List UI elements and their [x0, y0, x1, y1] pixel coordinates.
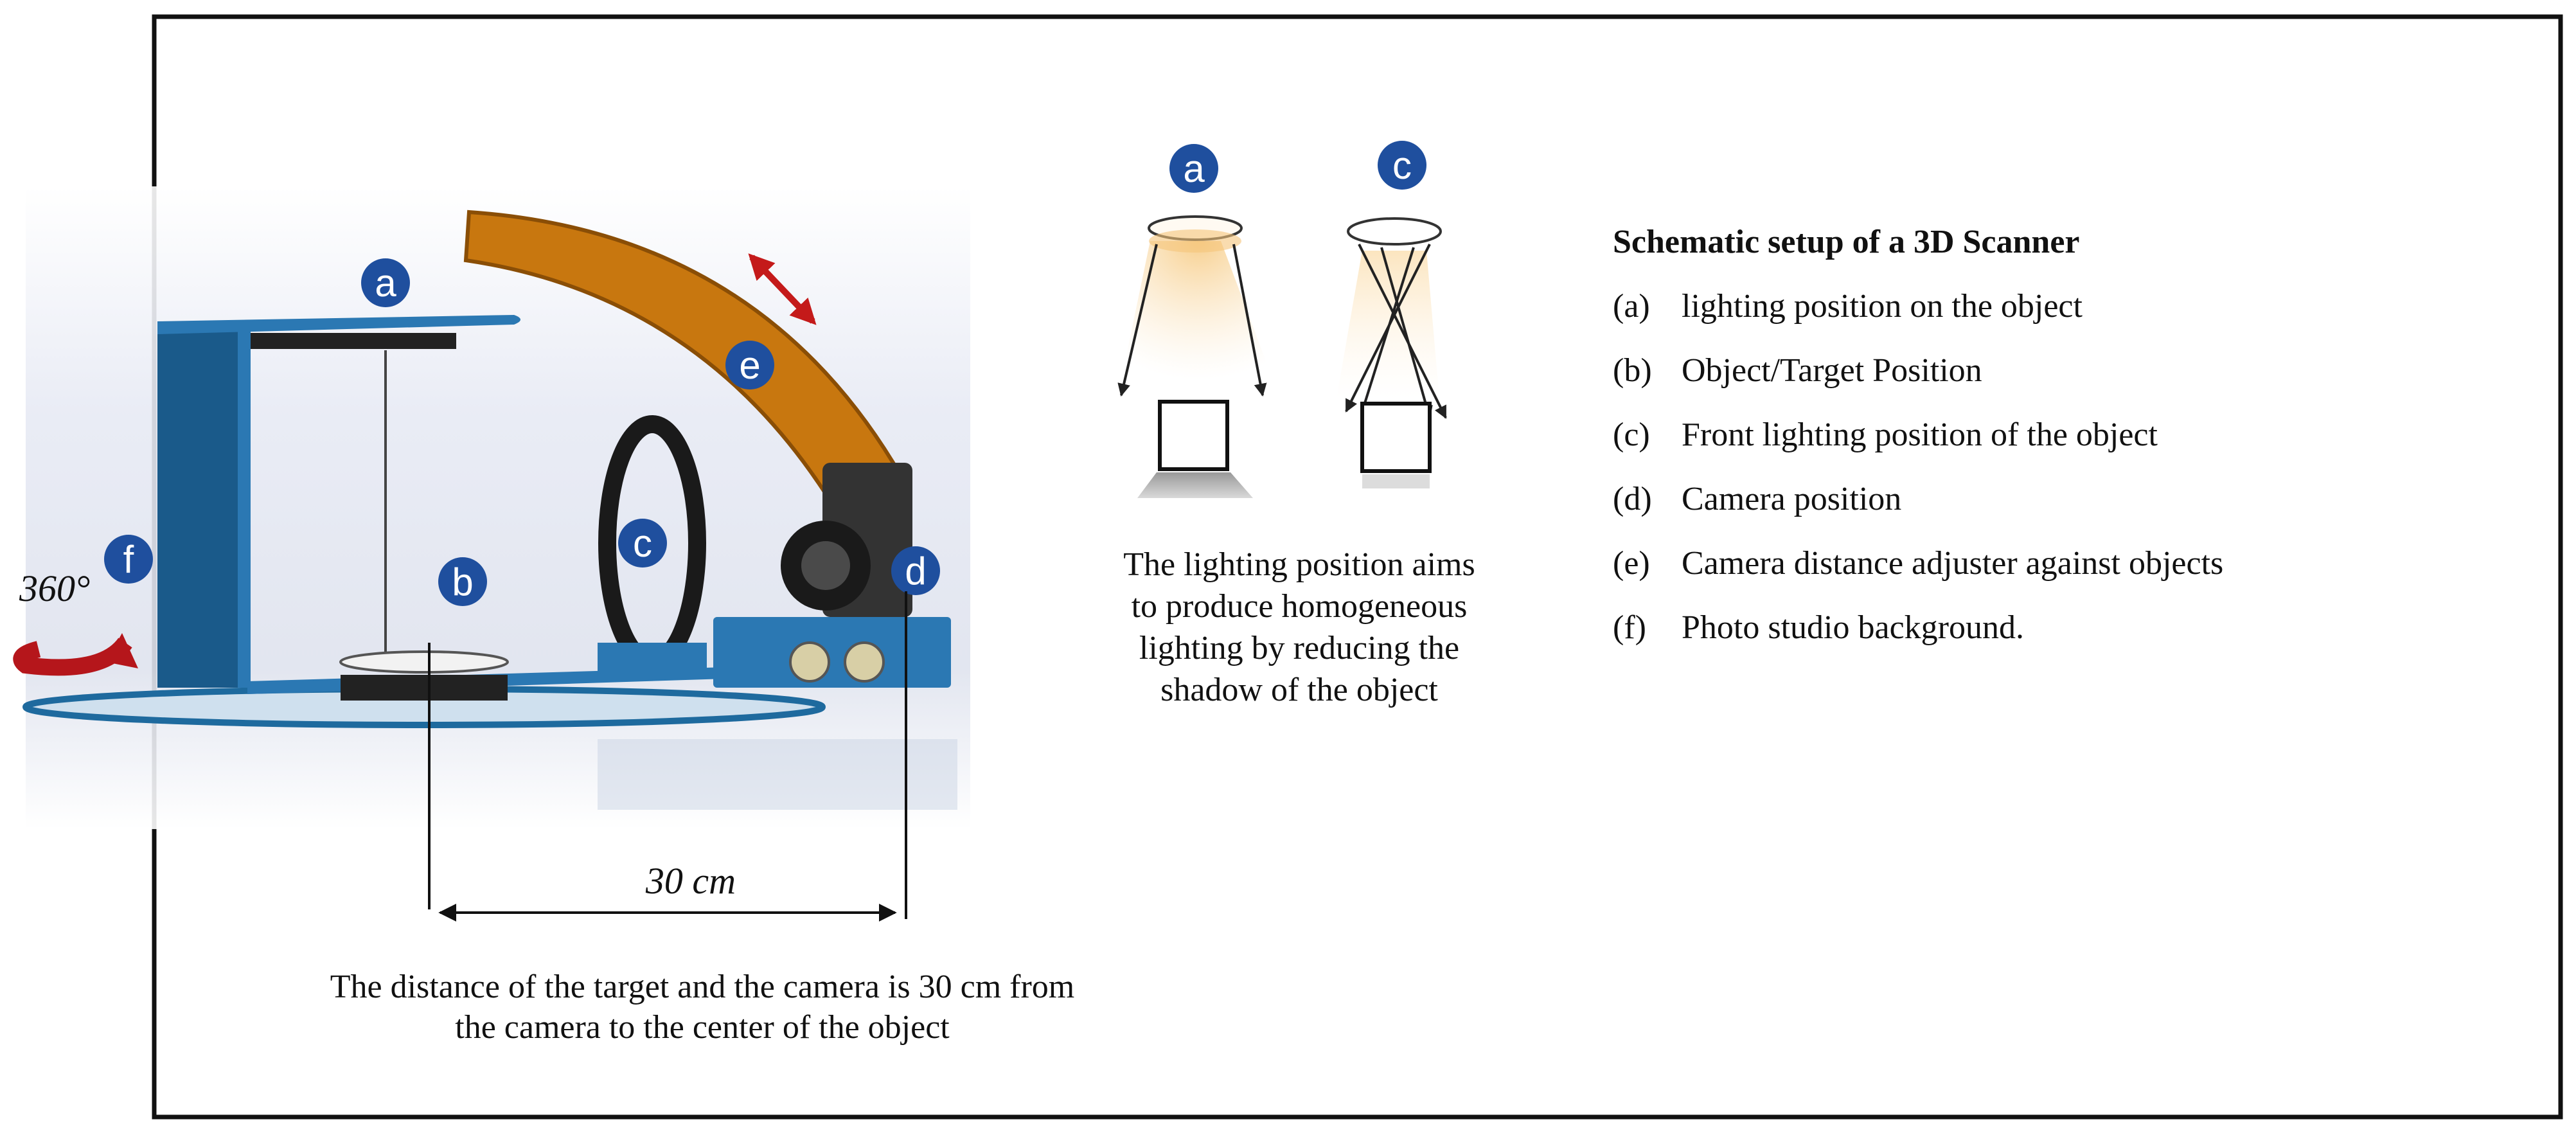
camera-lens-inner — [801, 541, 850, 590]
legend-text: Photo studio background. — [1682, 609, 2024, 646]
legend-key: (e) — [1613, 545, 1650, 582]
svg-text:c: c — [1392, 144, 1412, 187]
camera-slider-base — [713, 617, 951, 688]
svg-text:a: a — [375, 262, 396, 305]
legend-text: Front lighting position of the object — [1682, 416, 2158, 453]
legend-key: (b) — [1613, 352, 1652, 389]
svg-text:b: b — [452, 560, 473, 603]
legend-key: (a) — [1613, 288, 1650, 325]
badge-b: b — [438, 557, 487, 606]
legend-key: (c) — [1613, 416, 1650, 453]
legend-key: (d) — [1613, 481, 1652, 517]
adjust-direction-arrow — [748, 253, 817, 325]
lighting-schematic-c — [1337, 217, 1447, 488]
svg-text:a: a — [1183, 147, 1205, 190]
badge-d: d — [891, 546, 940, 595]
legend-text: Camera distance adjuster against objects — [1682, 545, 2223, 582]
frame-column-side — [238, 321, 251, 688]
svg-text:f: f — [123, 538, 134, 581]
legend-key: (f) — [1613, 609, 1646, 646]
lighting-caption-line-4: shadow of the object — [1160, 672, 1438, 708]
reflection — [598, 739, 957, 810]
badge-a-schematic: a — [1169, 144, 1218, 193]
front-light-ring-icon — [1347, 217, 1442, 246]
frame-top-arm — [157, 315, 520, 334]
slider-knob-right — [844, 641, 885, 683]
lighting-caption-line-2: to produce homogeneous — [1132, 588, 1468, 625]
badge-a: a — [361, 258, 410, 307]
distance-caption-line-1: The distance of the target and the camer… — [330, 969, 1074, 1005]
rotation-label: 360° — [19, 568, 90, 609]
frame-column — [157, 321, 247, 688]
badge-c: c — [618, 519, 667, 568]
distance-caption-line-2: the camera to the center of the object — [455, 1009, 950, 1046]
distance-label: 30 cm — [645, 860, 736, 902]
legend-text: lighting position on the object — [1682, 288, 2083, 325]
slider-knob-left — [789, 641, 830, 683]
shadow-c — [1362, 474, 1430, 488]
lighting-schematic-a — [1117, 215, 1279, 498]
lighting-caption-line-3: lighting by reducing the — [1139, 630, 1459, 666]
rotation-arrowhead — [106, 633, 138, 668]
ring-light-stand — [598, 643, 707, 675]
badge-e: e — [725, 341, 774, 389]
legend-text: Camera position — [1682, 481, 1901, 517]
lighting-caption-line-1: The lighting position aims — [1123, 546, 1475, 583]
svg-text:d: d — [905, 550, 926, 593]
object-platform — [341, 675, 508, 701]
top-light-ring — [251, 333, 456, 349]
object-box-a — [1158, 400, 1229, 471]
legend-text: Object/Target Position — [1682, 352, 1982, 389]
shadow-a — [1137, 472, 1253, 498]
svg-text:e: e — [739, 344, 760, 387]
object-platform-top — [339, 650, 509, 674]
object-box-c — [1360, 402, 1432, 473]
legend-title: Schematic setup of a 3D Scanner — [1613, 224, 2080, 260]
badge-c-schematic: c — [1378, 141, 1426, 190]
svg-text:c: c — [633, 522, 652, 565]
badge-f: f — [104, 535, 153, 584]
